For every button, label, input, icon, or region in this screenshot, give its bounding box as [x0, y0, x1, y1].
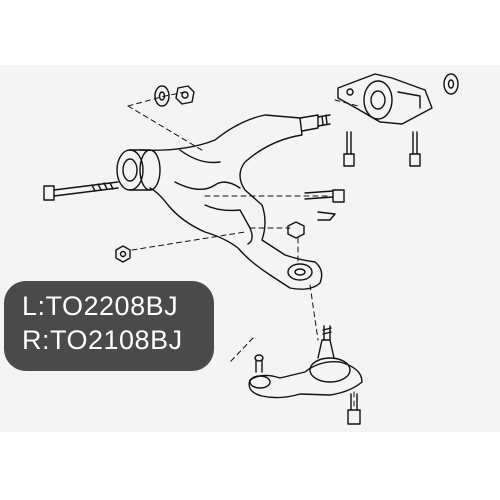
nut-lower-left	[115, 245, 131, 263]
rear-bushing-bracket	[337, 73, 433, 125]
long-bolt-left	[43, 181, 119, 201]
part-number-label: L:TO2208BJ R:TO2108BJ	[4, 281, 214, 371]
castle-nut	[287, 221, 305, 239]
nut-top-left	[175, 85, 195, 105]
bracket-bolt-left	[343, 131, 355, 167]
arm-stud	[299, 114, 331, 132]
right-part-number: R:TO2108BJ	[22, 325, 183, 355]
ball-joint	[248, 325, 363, 399]
washer-top-left	[154, 85, 170, 107]
middle-bolt	[304, 189, 345, 203]
washer-top-right	[443, 73, 459, 95]
cotter-pin	[317, 211, 336, 221]
ball-joint-bolt	[347, 393, 361, 425]
front-bushing	[116, 149, 161, 191]
bracket-bolt-right	[409, 131, 421, 167]
left-part-number: L:TO2208BJ	[22, 291, 179, 321]
lower-control-arm	[139, 114, 323, 290]
